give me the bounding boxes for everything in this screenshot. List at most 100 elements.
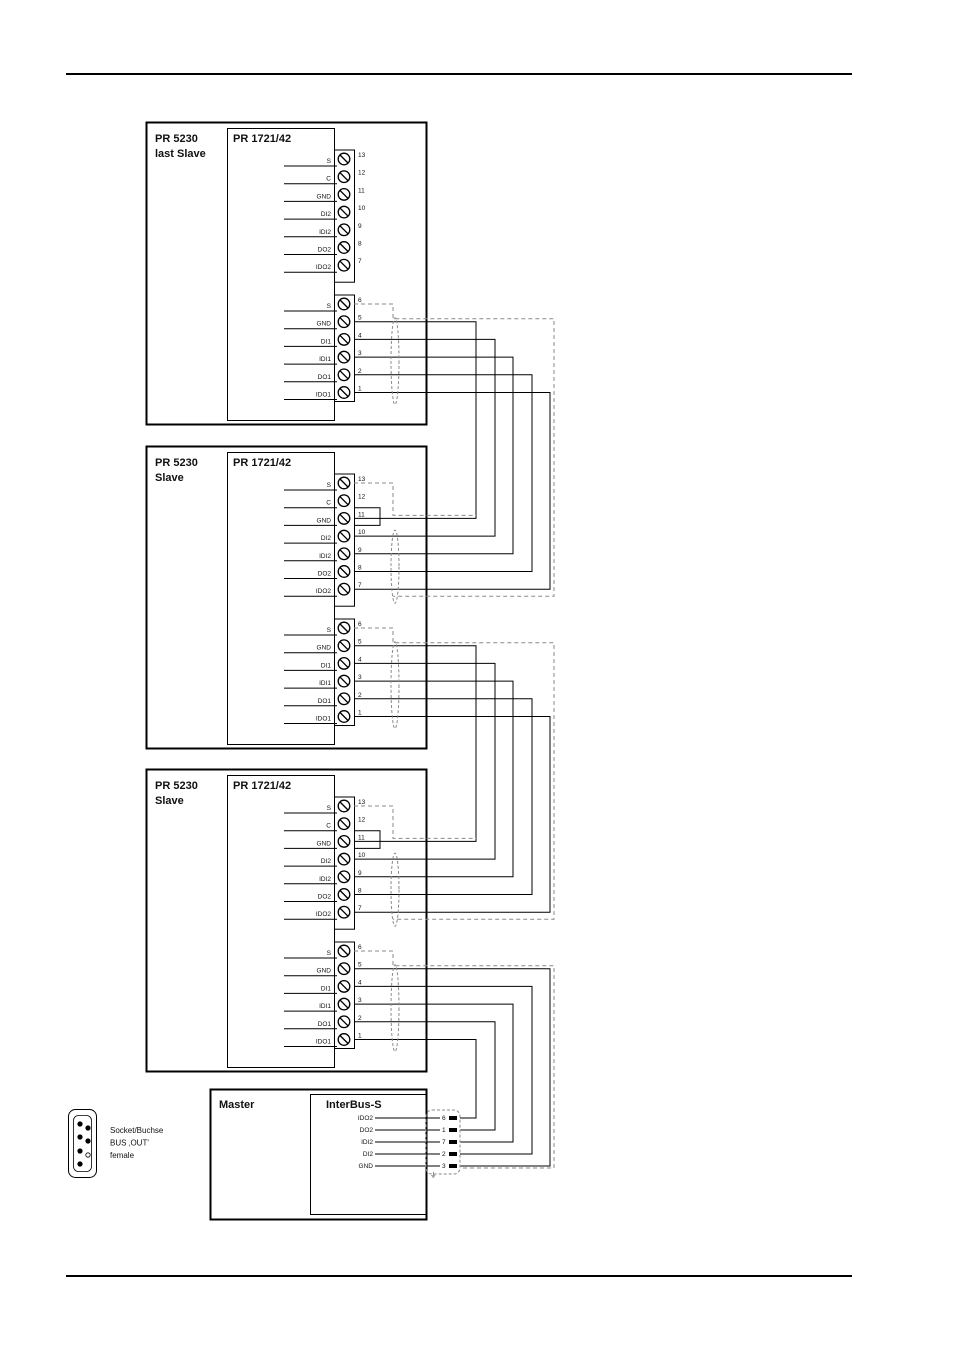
screw-slot: [339, 531, 349, 541]
module-title: PR 5230: [155, 457, 198, 469]
terminal-number: 9: [358, 870, 362, 877]
pin-contact: [449, 1128, 457, 1132]
screw-slot: [339, 907, 349, 917]
module-title: Slave: [155, 472, 184, 484]
signal-label: IDI1: [319, 680, 331, 687]
terminal-number: 3: [358, 674, 362, 681]
pin-signal-label: GND: [359, 1163, 374, 1170]
bus-wire: [354, 716, 551, 913]
terminal-number: 12: [358, 170, 366, 177]
signal-label: IDI1: [319, 356, 331, 363]
screw-slot: [339, 172, 349, 182]
signal-label: GND: [317, 968, 332, 975]
connector-pin: [77, 1148, 83, 1154]
terminal-number: 11: [358, 511, 365, 518]
screw-slot: [339, 854, 349, 864]
screw-slot: [339, 623, 349, 633]
signal-label: IDO1: [316, 392, 332, 399]
signal-label: DI1: [321, 338, 332, 345]
pin-signal-label: DO2: [360, 1127, 374, 1134]
cable-shield-ellipse: [390, 529, 400, 604]
bus-wire: [354, 698, 533, 895]
bus-wire: [354, 321, 477, 519]
terminal-number: 5: [358, 639, 362, 646]
screw-slot: [339, 819, 349, 829]
terminal-number: 8: [358, 241, 362, 248]
cable-shield-ellipse: [390, 317, 400, 406]
signal-label: S: [327, 805, 332, 812]
screw-slot: [339, 946, 349, 956]
footer-rule: [66, 1275, 852, 1277]
signal-label: IDO2: [316, 588, 332, 595]
module-title: Slave: [155, 795, 184, 807]
pin-signal-label: IDI2: [361, 1139, 373, 1146]
card-title: PR 1721/42: [233, 133, 291, 145]
signal-label: S: [327, 158, 332, 165]
pin-contact: [449, 1152, 457, 1156]
bus-wire: [354, 645, 477, 842]
bus-wire: [354, 662, 496, 860]
screw-slot: [339, 712, 349, 721]
screw-slot: [339, 334, 349, 344]
bus-wire: [354, 830, 381, 849]
terminal-number: 6: [358, 944, 362, 951]
terminal-number: 11: [358, 834, 365, 841]
terminal-number: 3: [358, 997, 362, 1004]
screw-slot: [339, 154, 349, 164]
terminal-number: 2: [358, 1015, 362, 1022]
connector-pin: [77, 1161, 83, 1167]
connector-shield: [425, 1109, 461, 1175]
connector-pin: [85, 1125, 91, 1131]
terminal-number: 13: [358, 152, 366, 159]
screw-slot: [339, 658, 349, 668]
connector-shell-outer: [68, 1109, 97, 1178]
terminal-number: 2: [358, 368, 362, 375]
bus-wire: [354, 392, 551, 590]
module-frame: [145, 445, 428, 750]
signal-label: DI2: [321, 211, 332, 218]
shield-line: [354, 482, 476, 516]
signal-label: S: [327, 482, 332, 489]
cable-shield-ellipse: [390, 641, 400, 729]
terminal-number: 6: [358, 621, 362, 628]
screw-slot: [339, 890, 349, 899]
connector-label: Socket/Buchse: [110, 1126, 164, 1135]
bus-wire: [354, 338, 496, 537]
terminal-number: 12: [358, 494, 366, 501]
signal-label: DO2: [318, 571, 332, 578]
signal-label: IDO2: [316, 911, 332, 918]
signal-label: DO2: [318, 247, 332, 254]
module-frame: [145, 121, 428, 426]
master-title: Master: [219, 1099, 255, 1111]
pin-signal-label: IDO2: [358, 1115, 374, 1122]
signal-label: C: [326, 823, 331, 830]
card-title: PR 1721/42: [233, 457, 291, 469]
terminal-number: 13: [358, 799, 366, 806]
signal-label: C: [326, 176, 331, 183]
screw-slot: [339, 513, 349, 523]
screw-slot: [339, 189, 349, 199]
terminal-block: [334, 294, 355, 402]
screw-slot: [339, 478, 349, 488]
bus-wiring: [354, 303, 555, 1169]
terminal-number: 7: [358, 905, 362, 912]
connector-shell-inner: [73, 1115, 92, 1172]
terminal-number: 10: [358, 205, 366, 212]
screw-slot: [339, 225, 349, 235]
signal-label: DO1: [318, 698, 332, 705]
signal-label: IDO2: [316, 264, 332, 271]
signal-label: DI1: [321, 985, 332, 992]
screw-slot: [339, 1035, 349, 1044]
bus-wire: [354, 1003, 514, 1143]
terminal-block: [334, 941, 355, 1049]
screw-slot: [339, 999, 349, 1009]
signal-label: GND: [317, 840, 332, 847]
terminal-number: 4: [358, 656, 362, 663]
signal-label: IDI2: [319, 553, 331, 560]
signal-label: DO2: [318, 894, 332, 901]
connector-pin: [77, 1134, 83, 1140]
